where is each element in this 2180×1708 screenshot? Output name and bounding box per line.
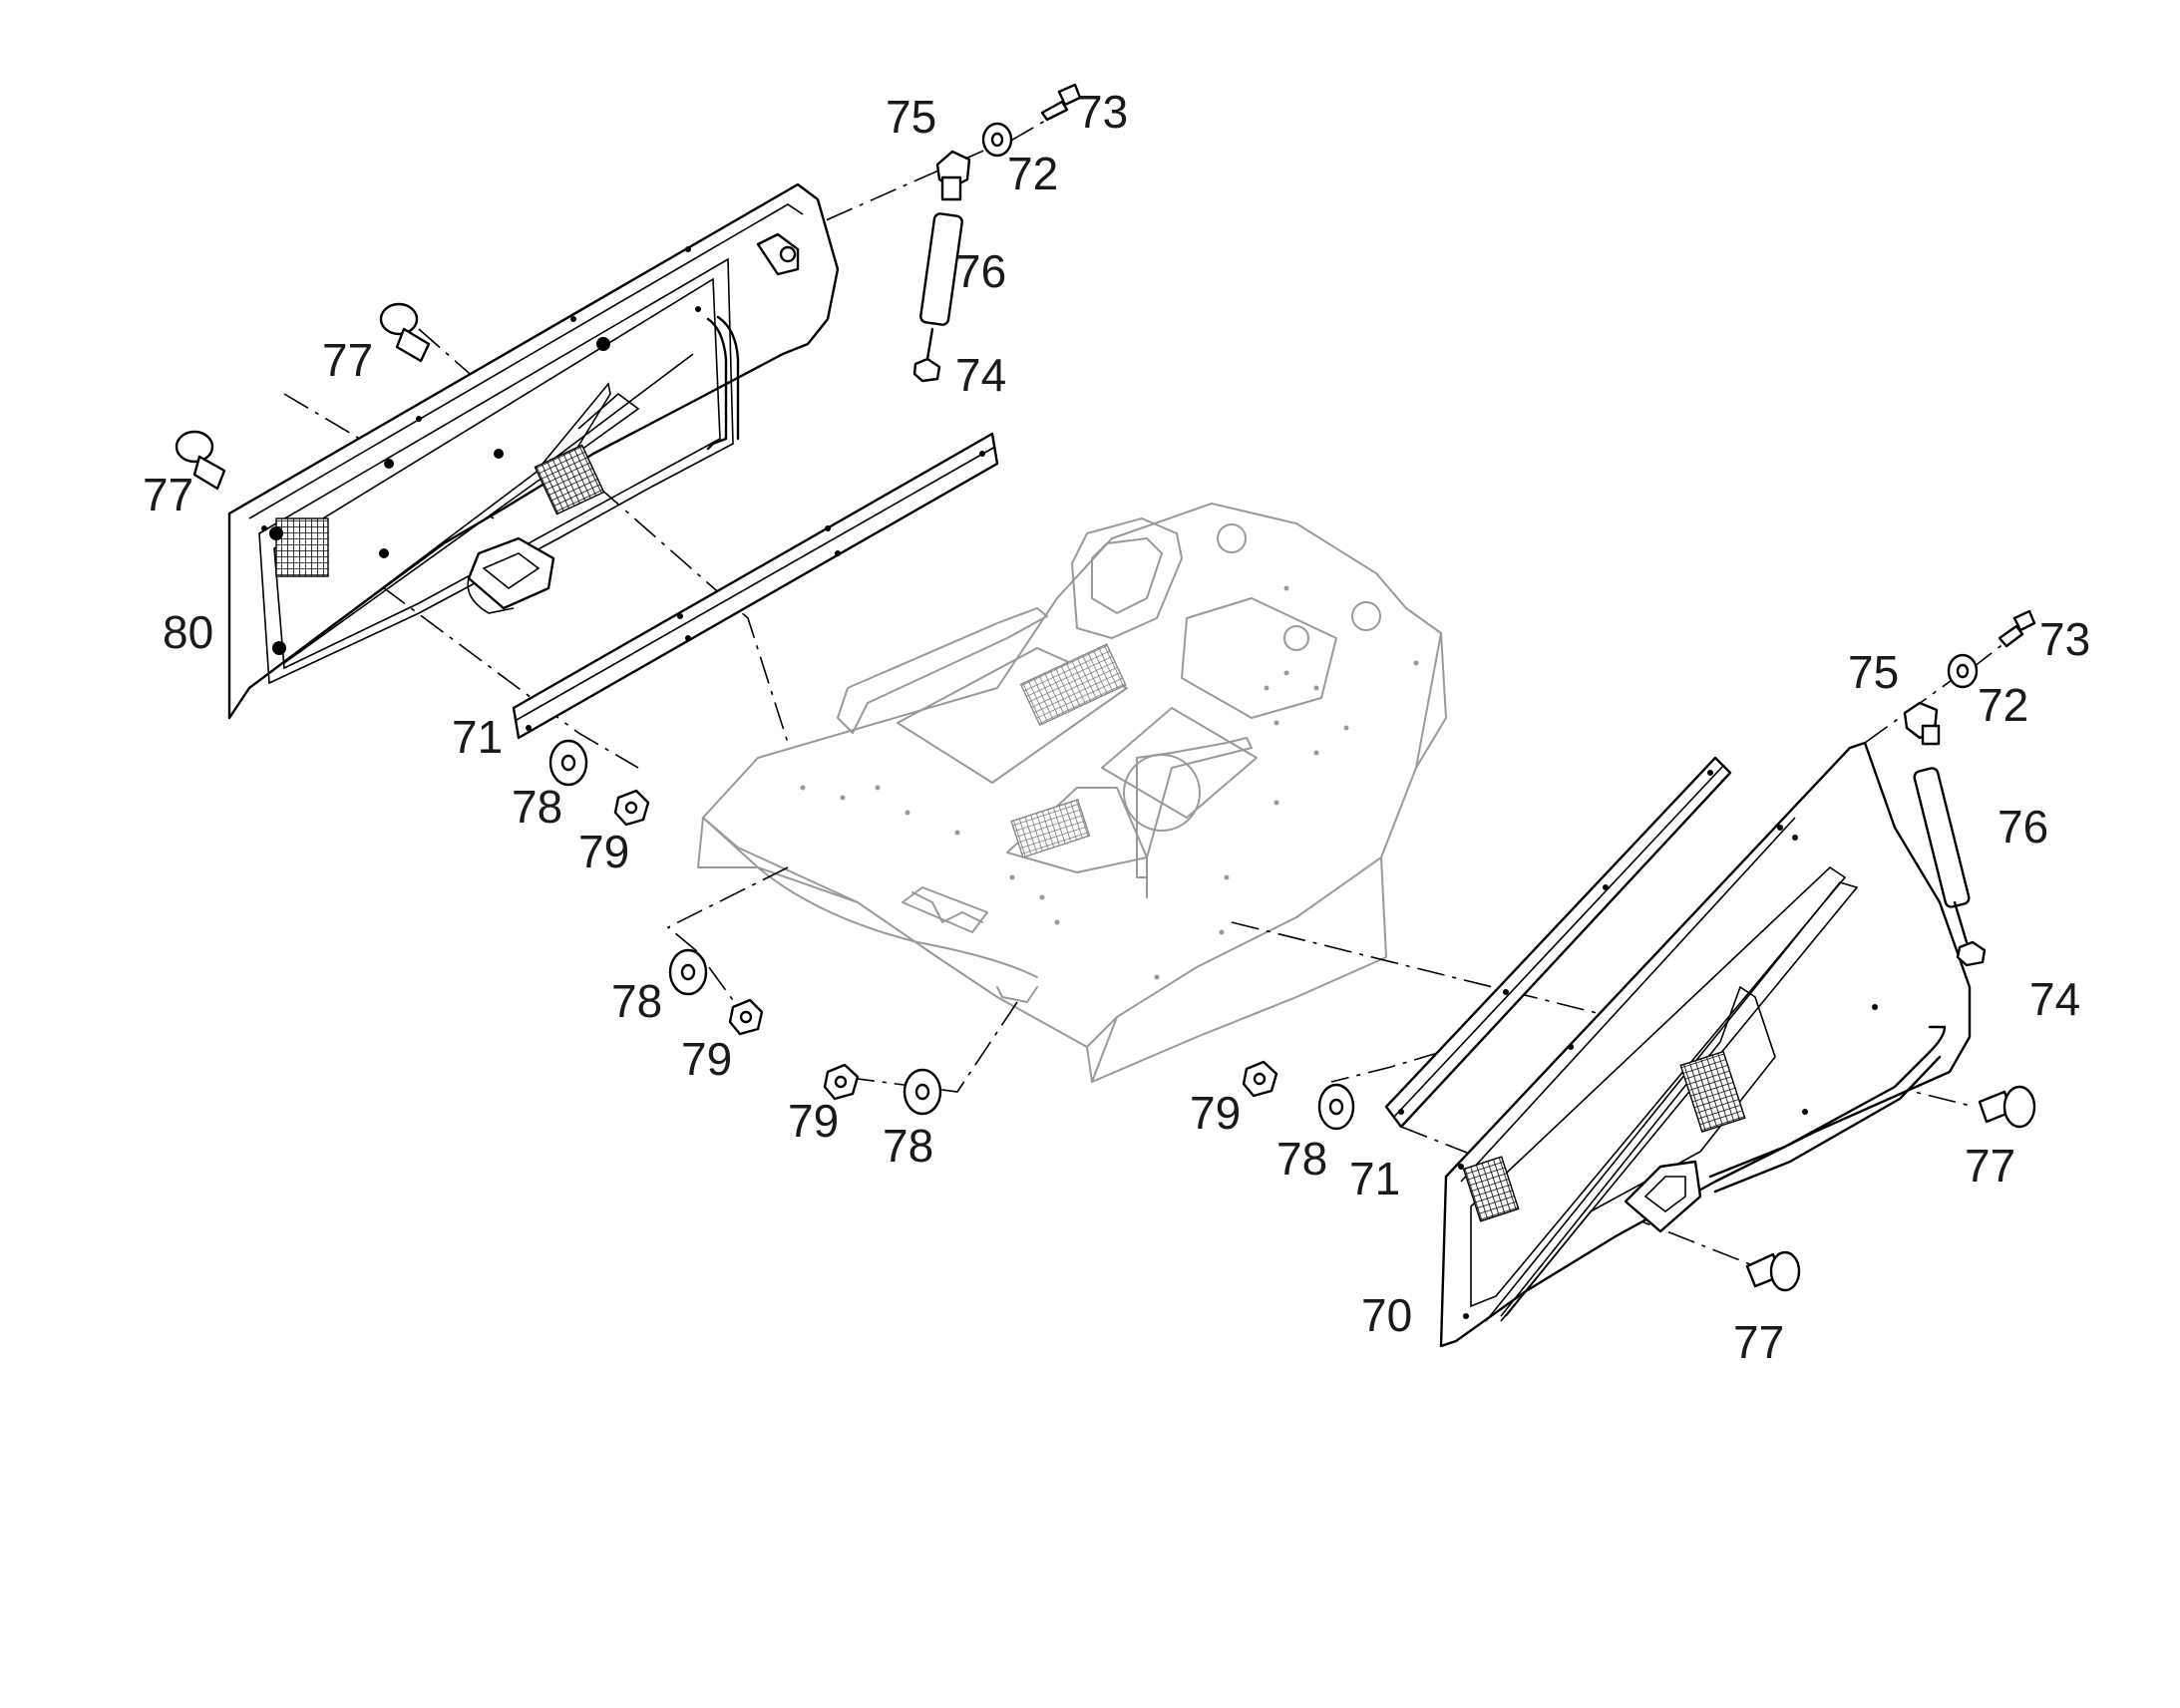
right-fasteners xyxy=(1242,1060,2036,1292)
callout-labels: 75 73 72 76 74 77 77 80 71 78 79 78 79 7… xyxy=(143,86,2090,1368)
callout-78-right: 78 xyxy=(1276,1133,1327,1185)
callout-75-right: 75 xyxy=(1848,646,1899,698)
right-strut-assembly xyxy=(1903,609,2036,967)
left-fasteners xyxy=(175,302,942,1116)
left-hinge xyxy=(512,432,999,740)
callout-77-right-upper: 77 xyxy=(1965,1140,2015,1192)
callout-71-right: 71 xyxy=(1349,1153,1400,1204)
callout-75-left: 75 xyxy=(886,91,936,143)
callout-77-left-lower: 77 xyxy=(143,469,193,520)
callout-77-right-lower: 77 xyxy=(1733,1316,1784,1368)
callout-79-left-upper: 79 xyxy=(578,826,629,877)
right-hinge xyxy=(1384,756,1732,1129)
right-side-panel xyxy=(1439,741,1972,1348)
callout-74-right: 74 xyxy=(2029,973,2080,1025)
left-strut-assembly xyxy=(912,83,1082,383)
callout-79-center: 79 xyxy=(788,1095,839,1147)
callout-78-center: 78 xyxy=(883,1120,933,1172)
callout-77-left-upper: 77 xyxy=(322,334,373,386)
left-side-panel xyxy=(227,182,840,720)
callout-74-left: 74 xyxy=(955,349,1006,401)
callout-78-left-upper: 78 xyxy=(512,781,562,833)
callout-79-left-mid: 79 xyxy=(681,1033,732,1085)
callout-73-right: 73 xyxy=(2039,613,2090,665)
callout-72-right: 72 xyxy=(1978,679,2028,731)
callout-79-right: 79 xyxy=(1190,1087,1241,1139)
callout-73-left: 73 xyxy=(1077,86,1128,138)
callout-76-left: 76 xyxy=(955,245,1006,297)
chassis-frame xyxy=(697,502,1447,1083)
callout-76-right: 76 xyxy=(1998,801,2048,853)
callout-80: 80 xyxy=(163,606,213,658)
callout-78-left-mid: 78 xyxy=(611,975,662,1027)
callout-70: 70 xyxy=(1361,1289,1412,1341)
callout-71-left: 71 xyxy=(452,711,503,763)
callout-72-left: 72 xyxy=(1007,148,1058,199)
